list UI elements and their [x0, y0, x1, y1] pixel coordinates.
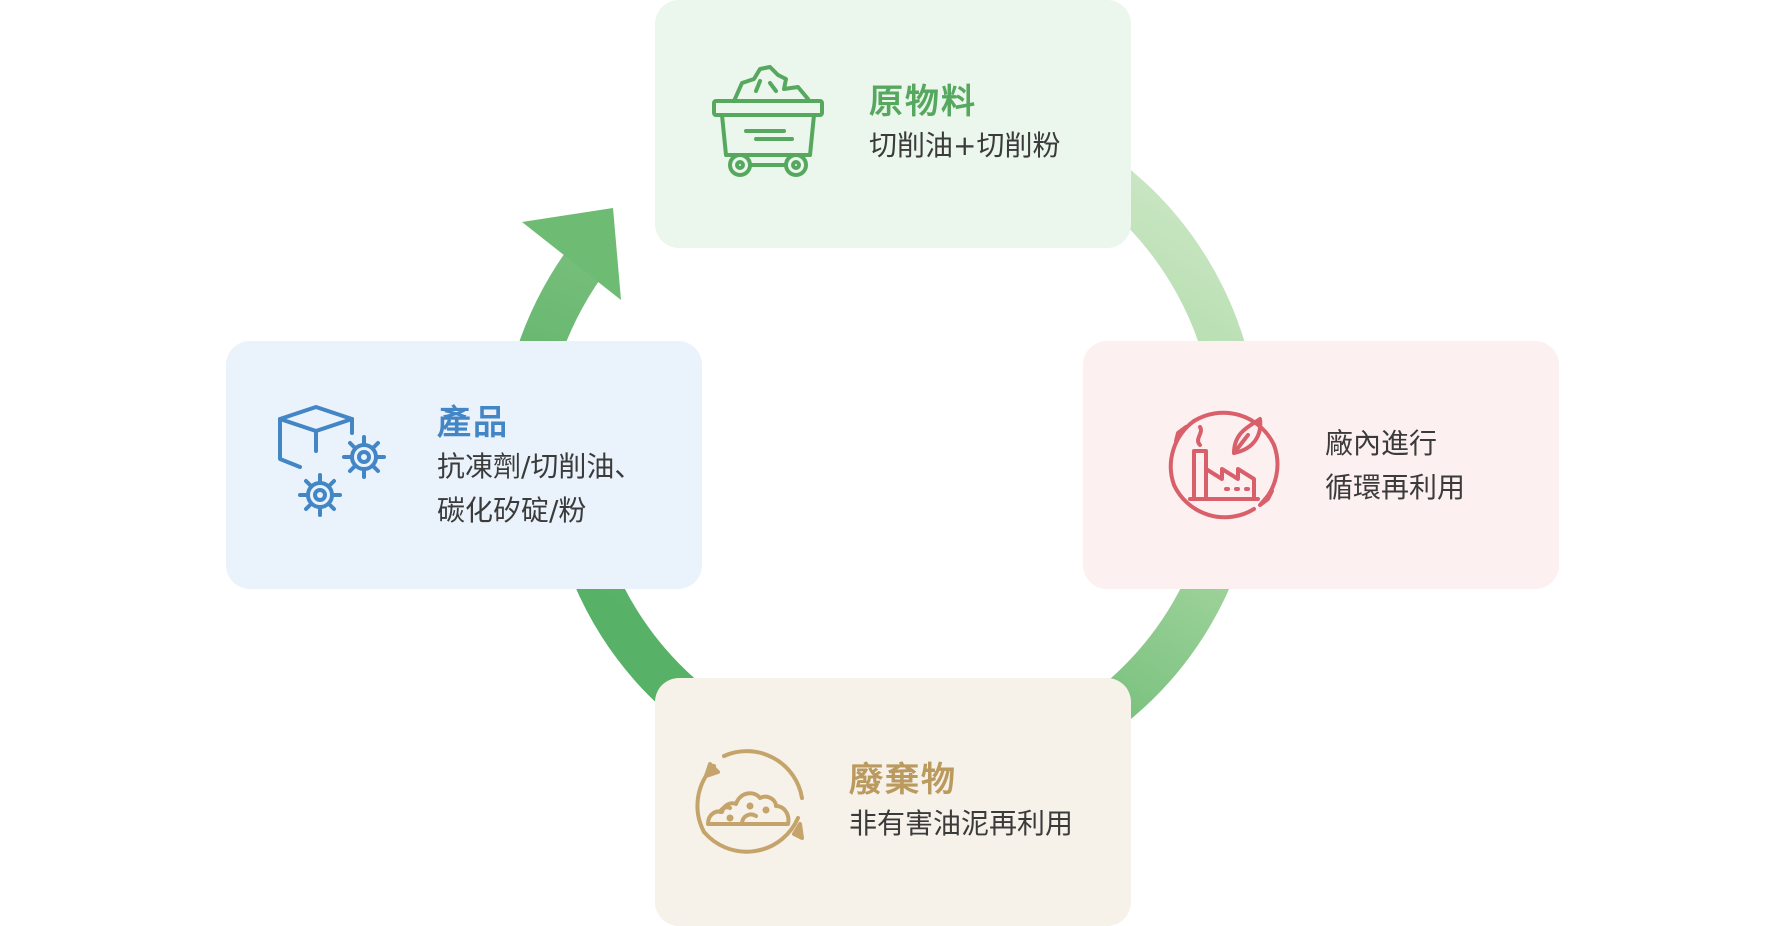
product-card: 產品 抗凍劑/切削油、 碳化矽碇/粉	[226, 341, 702, 589]
raw-material-title: 原物料	[869, 82, 977, 122]
waste-title: 廢棄物	[849, 760, 957, 800]
box-gears-icon	[276, 403, 396, 527]
in-plant-line-1: 廠內進行	[1325, 427, 1438, 460]
in-plant-recycle-card: 廠內進行 循環再利用	[1083, 341, 1559, 589]
product-title: 產品	[437, 403, 509, 443]
product-line-2: 碳化矽碇/粉	[437, 494, 587, 527]
waste-desc: 非有害油泥再利用	[849, 807, 1074, 840]
raw-material-desc: 切削油+切削粉	[869, 129, 1061, 162]
in-plant-line-2: 循環再利用	[1325, 471, 1466, 504]
product-line-1: 抗凍劑/切削油、	[437, 450, 643, 483]
mine-cart-icon	[712, 65, 824, 185]
factory-recycle-icon	[1164, 405, 1284, 529]
raw-material-card: 原物料 切削油+切削粉	[655, 0, 1131, 248]
cycle-arrowhead	[522, 208, 621, 300]
waste-card: 廢棄物 非有害油泥再利用	[655, 678, 1131, 926]
sludge-recycle-icon	[690, 742, 810, 866]
